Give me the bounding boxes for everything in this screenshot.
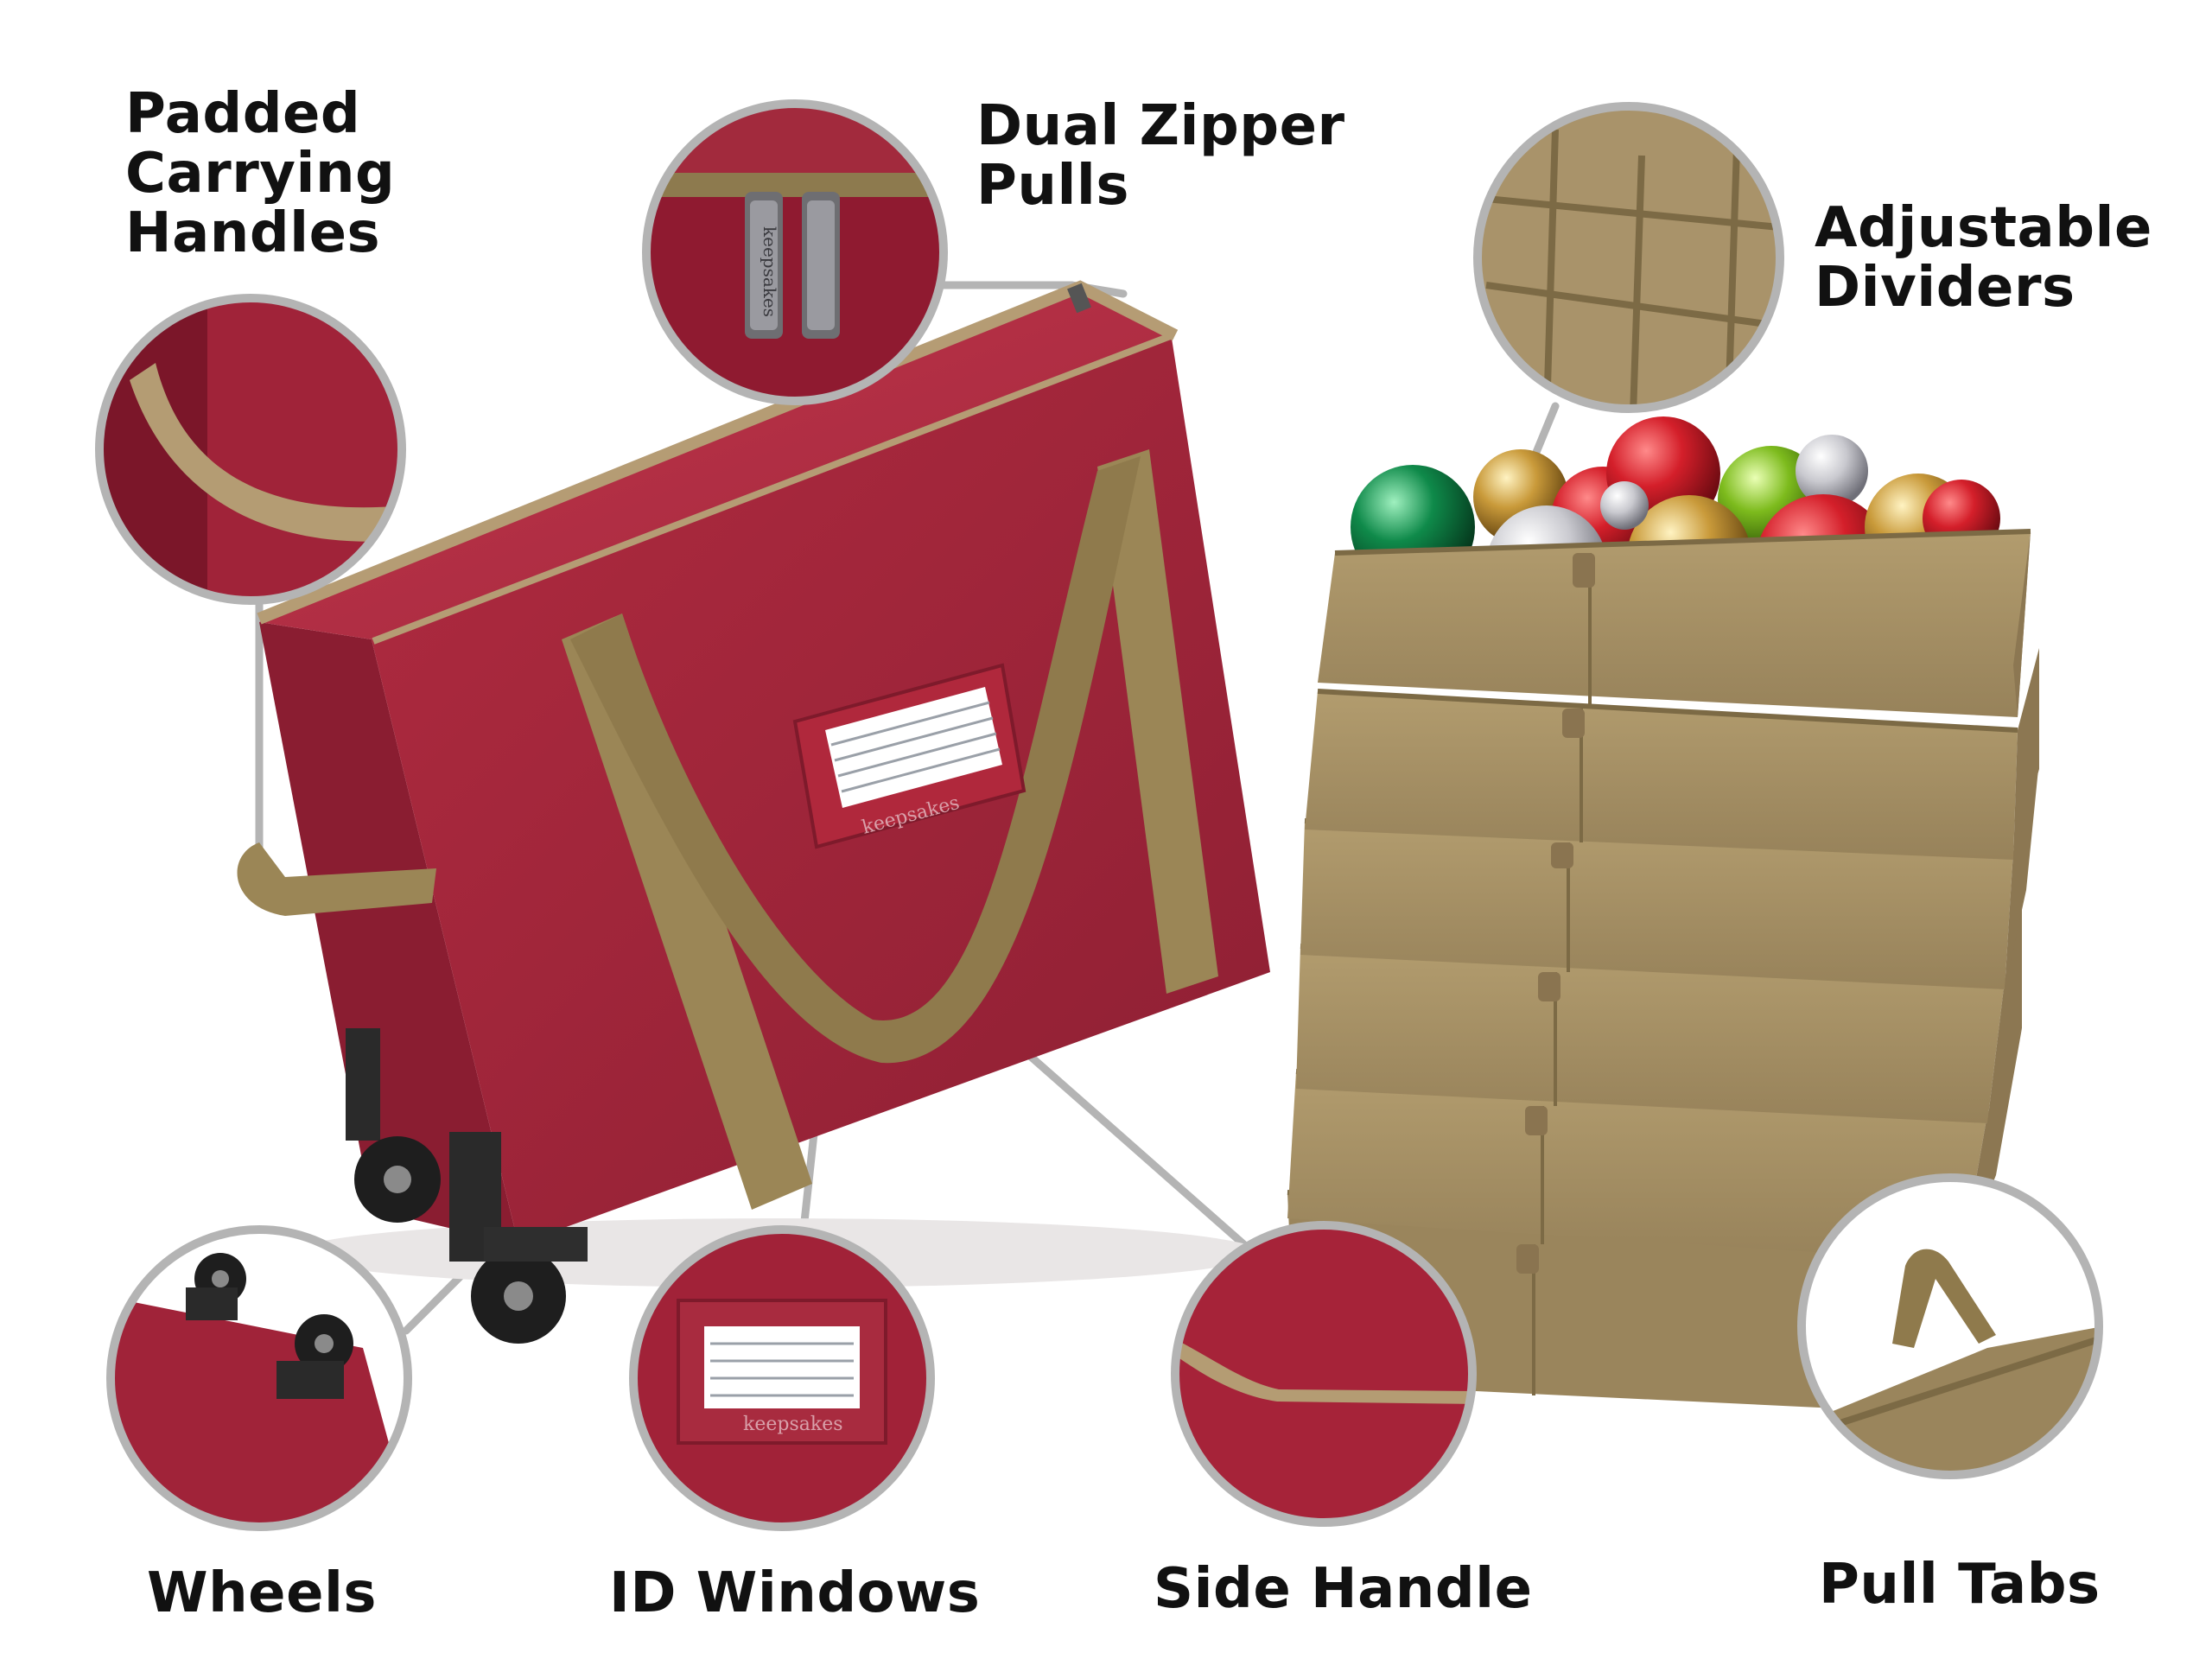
- callout-id-windows: keepsakes: [629, 1225, 935, 1531]
- label-line: Dual Zipper: [976, 94, 1345, 158]
- label-side-handle: Side Handle: [1154, 1557, 1533, 1621]
- label-line: Carrying: [125, 142, 396, 207]
- zipper-brand-text: keepsakes: [760, 226, 780, 317]
- callout-wheels: [106, 1225, 412, 1531]
- bag-carry-handle: [570, 456, 1141, 1064]
- tray-1: [1318, 529, 2031, 717]
- bag-side-handle: [237, 842, 436, 916]
- callout-padded-handles: [95, 294, 406, 605]
- zipper-pull-icon: keepsakes: [745, 192, 840, 339]
- bag-strap-left: [562, 613, 812, 1210]
- label-padded-carrying-handles: Padded Carrying Handles: [125, 82, 396, 266]
- zipper-pull-icon: [1067, 283, 1091, 314]
- ornament-tray-stack: [1287, 416, 2039, 1413]
- label-line: Pulls: [976, 154, 1129, 219]
- callout-adjustable-dividers: [1473, 102, 1784, 413]
- bag-strap-right: [1097, 449, 1218, 994]
- pull-tab-icons: [1516, 553, 1595, 1274]
- caster-wheel-icon: [186, 1253, 353, 1399]
- caster-wheel-icon: [346, 1028, 588, 1344]
- label-adjustable-dividers: Adjustable Dividers: [1815, 196, 2152, 321]
- label-line: Dividers: [1815, 256, 2075, 321]
- label-id-windows: ID Windows: [609, 1561, 981, 1625]
- callout-side-handle: [1171, 1221, 1477, 1527]
- leader-line-side-handle: [989, 1020, 1253, 1253]
- label-pull-tabs: Pull Tabs: [1819, 1553, 2101, 1617]
- label-wheels: Wheels: [147, 1561, 377, 1625]
- id-tag-brand-text: keepsakes: [743, 1414, 843, 1435]
- callout-dual-zipper: keepsakes: [642, 99, 948, 405]
- ornament-storage-bag: keepsakes: [237, 280, 1270, 1344]
- label-line: Padded: [125, 82, 361, 146]
- label-line: Adjustable: [1815, 196, 2152, 260]
- tray-2: [1305, 648, 2039, 860]
- callout-pull-tabs: [1797, 1173, 2103, 1479]
- label-line: Handles: [125, 201, 381, 266]
- label-dual-zipper-pulls: Dual Zipper Pulls: [976, 94, 1345, 219]
